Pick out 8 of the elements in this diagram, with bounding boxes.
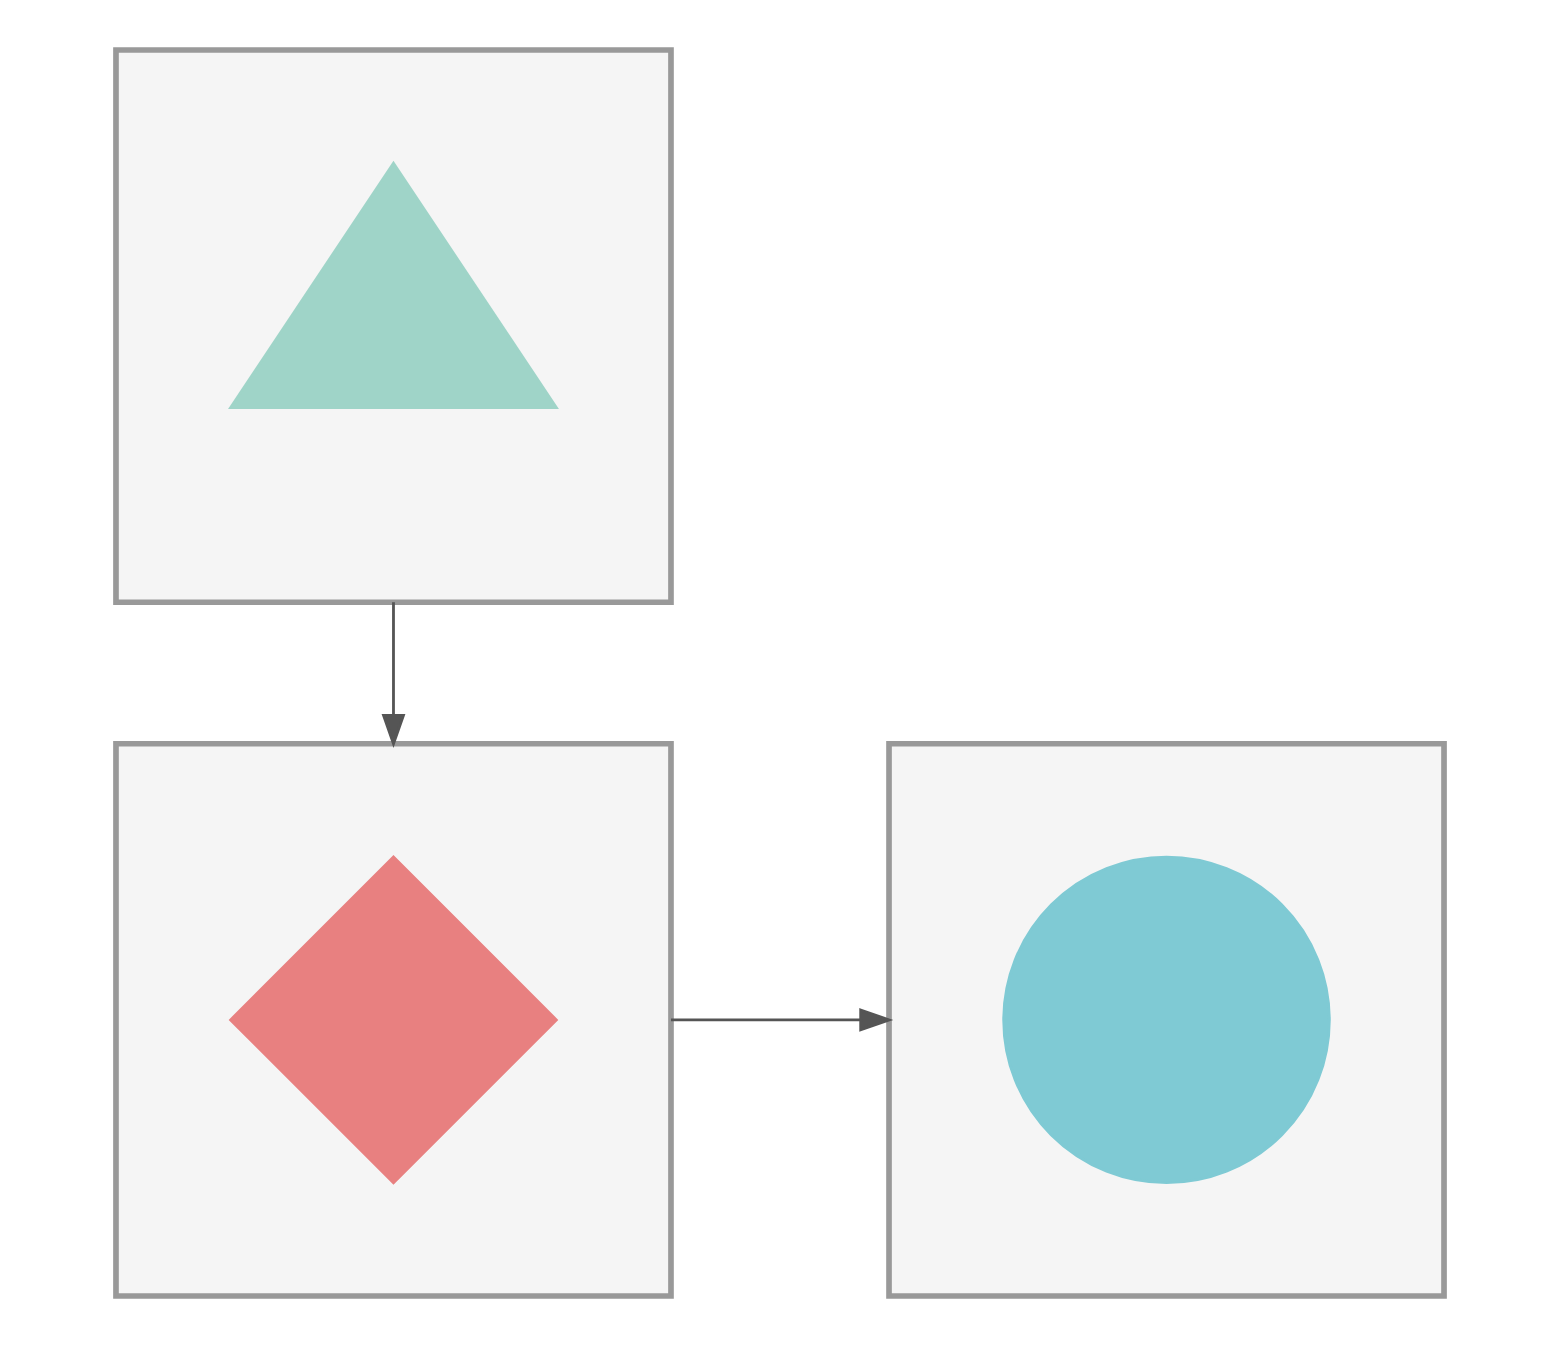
node-diamond <box>228 855 559 1185</box>
node-triangle <box>228 160 559 409</box>
arrow <box>671 1007 894 1032</box>
cluster <box>113 740 674 1299</box>
cluster <box>886 740 1447 1299</box>
cluster <box>113 47 674 606</box>
node-circle <box>1002 855 1331 1185</box>
arrow <box>381 602 406 749</box>
